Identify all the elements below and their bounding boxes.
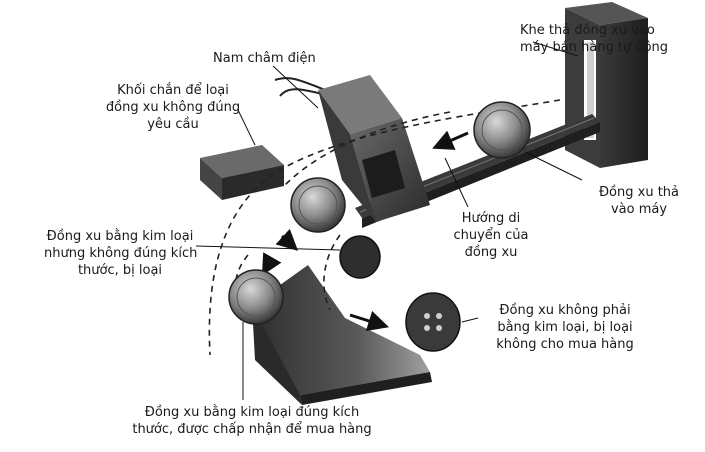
coin-accepted bbox=[228, 269, 284, 325]
label-non-metal-coin: Đồng xu không phải bằng kim loại, bị loạ… bbox=[496, 303, 634, 352]
label-coin-inserted: Đồng xu thả vào máy bbox=[598, 185, 680, 217]
label-wrong-size-coin: Đồng xu bằng kim loại nhưng không đúng k… bbox=[44, 229, 198, 278]
label-electromagnet: Nam châm điện bbox=[213, 51, 316, 66]
electromagnet bbox=[274, 75, 430, 222]
label-accepted-coin: Đồng xu bằng kim loại đúng kích thước, đ… bbox=[132, 405, 372, 437]
label-coin-direction: Hướng di chuyển của đồng xu bbox=[453, 211, 529, 260]
motion-arrows bbox=[261, 130, 469, 331]
accept-ramp bbox=[252, 265, 432, 405]
coin-wrong-size bbox=[339, 235, 381, 279]
label-blocker: Khối chắn để loại đồng xu không đúng yêu… bbox=[105, 83, 241, 132]
label-coin-slot: Khe thả đồng xu vào máy bán hàng tự động bbox=[520, 23, 669, 55]
blocker-block bbox=[200, 145, 284, 200]
coin-entering bbox=[473, 101, 531, 159]
leader-lines bbox=[195, 41, 583, 400]
coin-non-metal-button bbox=[405, 292, 461, 352]
coin-under-magnet bbox=[290, 177, 346, 233]
